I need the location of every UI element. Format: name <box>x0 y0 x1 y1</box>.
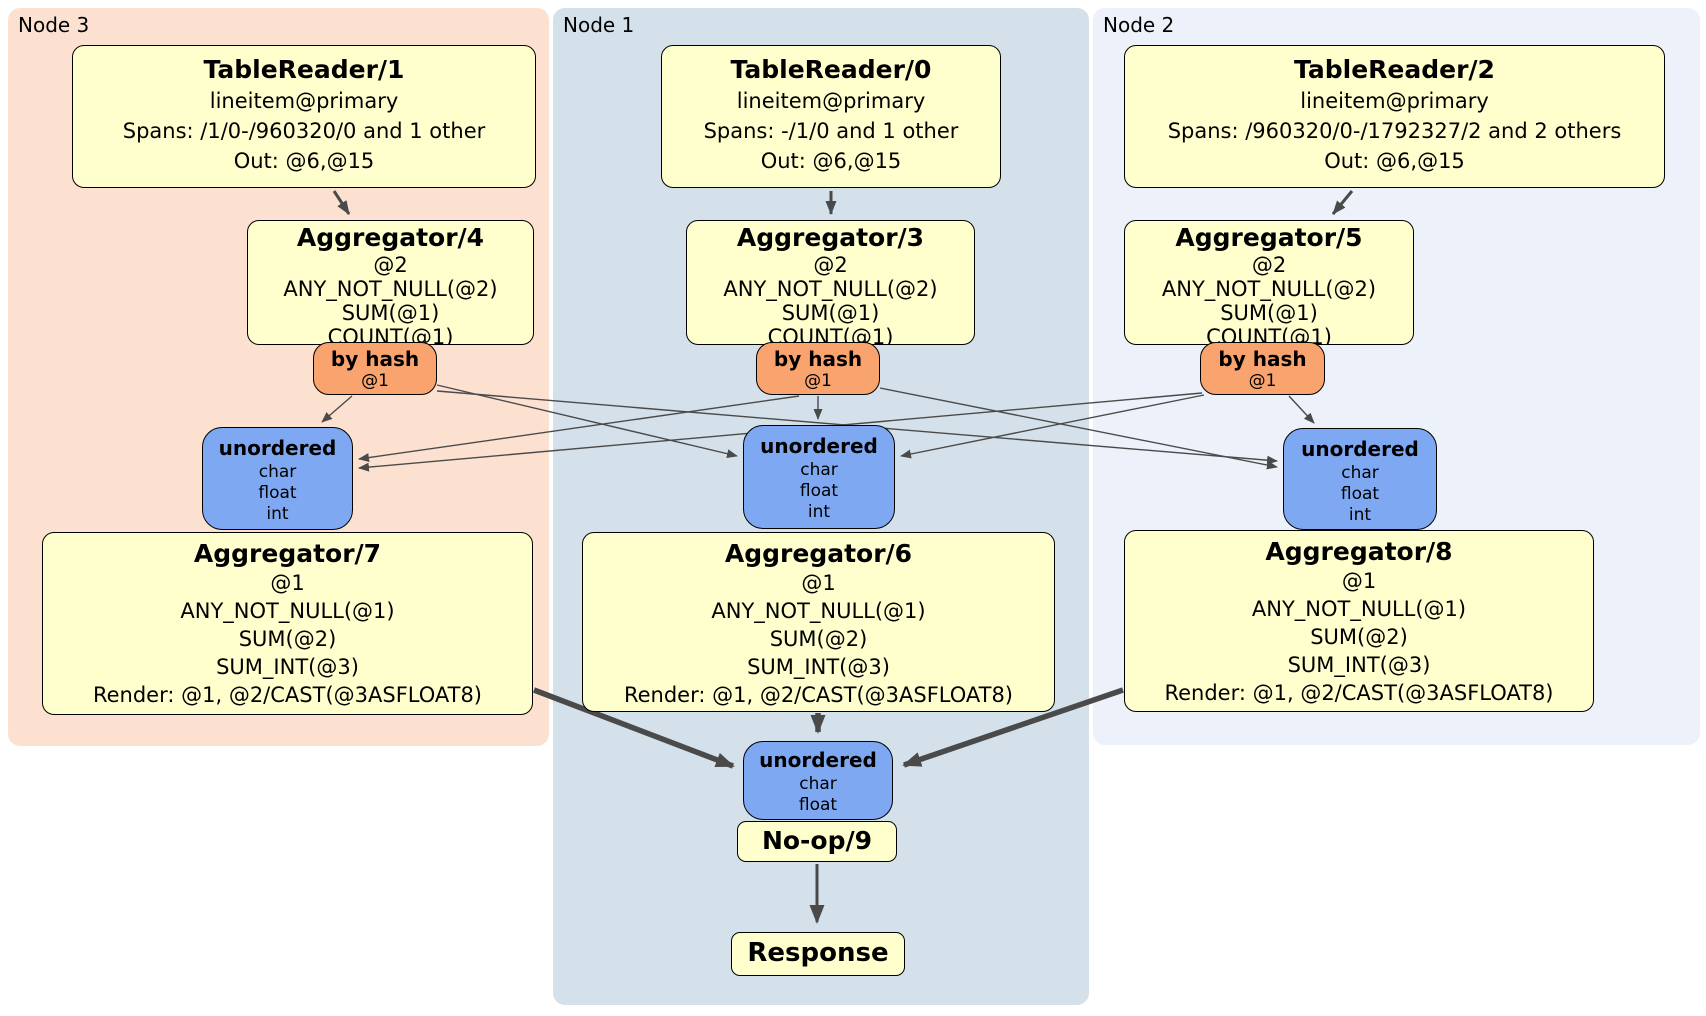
box-title: Aggregator/4 <box>296 223 485 252</box>
hash-router-node3: by hash @1 <box>313 342 437 395</box>
agg-line: @2 <box>1251 253 1287 277</box>
box-title: TableReader/0 <box>730 55 932 84</box>
agg-line: ANY_NOT_NULL(@2) <box>723 277 938 301</box>
agg-line: SUM(@2) <box>238 627 337 651</box>
sync-type: char <box>800 460 838 480</box>
agg-render-line: Render: @1, @2/CAST(@3ASFLOAT8) <box>1164 681 1554 705</box>
agg-line: SUM(@1) <box>1220 301 1318 325</box>
agg-line: ANY_NOT_NULL(@1) <box>711 599 926 623</box>
box-title: TableReader/1 <box>203 55 405 84</box>
region-label-node3: Node 3 <box>18 13 90 37</box>
agg-line: SUM(@2) <box>1310 625 1408 649</box>
agg-line: @2 <box>373 253 408 277</box>
hash-router-node1: by hash @1 <box>756 342 880 395</box>
agg-line: @1 <box>270 571 305 595</box>
box-title: Aggregator/3 <box>736 223 925 252</box>
tablereader-2-box: TableReader/2 lineitem@primary Spans: /9… <box>1124 45 1665 188</box>
agg-line: ANY_NOT_NULL(@1) <box>180 599 395 623</box>
sync-unordered-node1: unordered char float int <box>743 425 895 529</box>
box-title: Aggregator/5 <box>1175 223 1363 252</box>
tablereader-1-box: TableReader/1 lineitem@primary Spans: /1… <box>72 45 536 188</box>
out-line: Out: @6,@15 <box>760 149 902 173</box>
sync-title: unordered <box>1301 437 1419 461</box>
agg-line: SUM_INT(@3) <box>1287 653 1431 677</box>
tablereader-0-box: TableReader/0 lineitem@primary Spans: -/… <box>661 45 1001 188</box>
out-line: Out: @6,@15 <box>233 149 375 173</box>
agg-line: SUM(@1) <box>781 301 880 325</box>
agg-line: SUM_INT(@3) <box>747 655 890 679</box>
sync-type: float <box>799 481 839 501</box>
sync-type: float <box>258 483 297 503</box>
box-title: Aggregator/7 <box>193 539 382 568</box>
region-label-node1: Node 1 <box>563 13 635 37</box>
sync-type: float <box>798 795 838 815</box>
agg-line: ANY_NOT_NULL(@2) <box>1161 277 1377 301</box>
sync-type: int <box>266 504 289 524</box>
sync-unordered-node2: unordered char float int <box>1283 428 1437 530</box>
router-key: @1 <box>1248 371 1277 391</box>
agg-render-line: Render: @1, @2/CAST(@3ASFLOAT8) <box>92 683 483 707</box>
index-line: lineitem@primary <box>736 89 926 113</box>
agg-line: @1 <box>1341 569 1377 593</box>
aggregator-4-box: Aggregator/4 @2 ANY_NOT_NULL(@2) SUM(@1)… <box>247 220 534 345</box>
sync-type: char <box>799 774 837 794</box>
response-box: Response <box>731 932 905 976</box>
agg-line: COUNT(@1) <box>1206 325 1332 345</box>
out-line: Out: @6,@15 <box>1324 149 1465 173</box>
agg-line: SUM(@2) <box>769 627 868 651</box>
agg-line: COUNT(@1) <box>767 325 894 345</box>
aggregator-6-box: Aggregator/6 @1 ANY_NOT_NULL(@1) SUM(@2)… <box>582 532 1055 712</box>
sync-unordered-final: unordered char float <box>743 741 893 820</box>
region-label-node2: Node 2 <box>1103 13 1175 37</box>
agg-line: COUNT(@1) <box>327 325 454 345</box>
spans-line: Spans: /960320/0-/1792327/2 and 2 others <box>1167 119 1622 143</box>
router-title: by hash <box>773 347 863 371</box>
agg-line: SUM_INT(@3) <box>216 655 359 679</box>
noop-box: No-op/9 <box>737 821 897 862</box>
router-key: @1 <box>804 371 832 391</box>
sync-unordered-node3: unordered char float int <box>202 427 353 530</box>
sync-type: char <box>1341 463 1379 483</box>
agg-line: @1 <box>801 571 836 595</box>
spans-line: Spans: -/1/0 and 1 other <box>703 119 959 143</box>
router-title: by hash <box>330 347 420 371</box>
aggregator-3-box: Aggregator/3 @2 ANY_NOT_NULL(@2) SUM(@1)… <box>686 220 975 345</box>
router-key: @1 <box>361 371 389 391</box>
box-title: TableReader/2 <box>1294 55 1495 84</box>
sync-title: unordered <box>218 436 337 460</box>
box-title: Aggregator/8 <box>1265 537 1453 566</box>
aggregator-7-box: Aggregator/7 @1 ANY_NOT_NULL(@1) SUM(@2)… <box>42 532 533 715</box>
agg-line: ANY_NOT_NULL(@2) <box>283 277 498 301</box>
aggregator-5-box: Aggregator/5 @2 ANY_NOT_NULL(@2) SUM(@1)… <box>1124 220 1414 345</box>
sync-title: unordered <box>759 748 877 772</box>
aggregator-8-box: Aggregator/8 @1 ANY_NOT_NULL(@1) SUM(@2)… <box>1124 530 1594 712</box>
agg-line: SUM(@1) <box>341 301 440 325</box>
sync-type: char <box>258 462 297 482</box>
sync-title: unordered <box>760 434 878 458</box>
box-title: Aggregator/6 <box>724 539 913 568</box>
index-line: lineitem@primary <box>209 89 399 113</box>
agg-line: @2 <box>813 253 848 277</box>
sync-type: float <box>1340 484 1380 504</box>
index-line: lineitem@primary <box>1300 89 1489 113</box>
spans-line: Spans: /1/0-/960320/0 and 1 other <box>122 119 486 143</box>
sync-type: int <box>807 502 831 522</box>
hash-router-node2: by hash @1 <box>1200 342 1325 395</box>
router-title: by hash <box>1218 347 1307 371</box>
agg-line: ANY_NOT_NULL(@1) <box>1251 597 1467 621</box>
agg-render-line: Render: @1, @2/CAST(@3ASFLOAT8) <box>623 683 1014 707</box>
sync-type: int <box>1348 505 1372 525</box>
